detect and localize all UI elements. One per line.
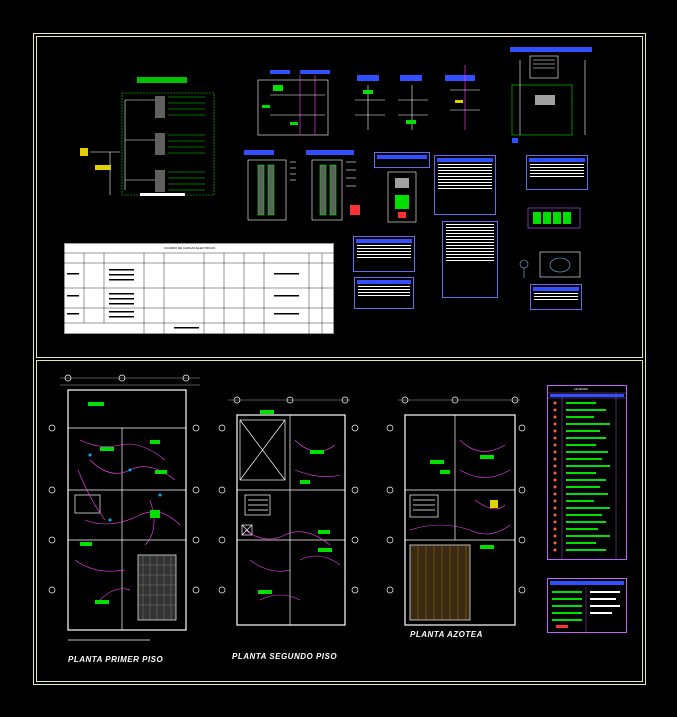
note-box-5 <box>442 221 498 298</box>
riser-diagrams <box>257 65 480 136</box>
single-line-diagram <box>80 77 215 196</box>
legend-lines-rows <box>550 581 624 632</box>
note-box-7 <box>530 284 582 310</box>
load-table-caption: CUADRO DE CARGAS ELECTRICAS <box>164 246 216 250</box>
plan-title-roof: PLANTA AZOTEA <box>410 630 483 639</box>
note-box-2 <box>434 155 496 215</box>
conduit-section-details <box>244 150 360 221</box>
plan-title-second-floor: PLANTA SEGUNDO PISO <box>232 652 338 661</box>
plan-first-floor <box>48 374 200 641</box>
sheet-top-panel <box>36 36 643 358</box>
legend-rows <box>548 392 626 559</box>
plan-second-floor <box>218 396 359 626</box>
legend-panel: LEYENDA <box>547 385 627 560</box>
note-box-3 <box>526 155 588 190</box>
legend-panel-lines <box>547 578 627 633</box>
plan-title-first-floor: PLANTA PRIMER PISO <box>68 655 164 664</box>
plan-roof <box>386 396 526 626</box>
device-details <box>387 171 581 278</box>
sheet-bottom-panel <box>36 360 643 682</box>
load-table: CUADRO DE CARGAS ELECTRICAS <box>64 243 334 334</box>
legend-header: LEYENDA <box>574 387 589 391</box>
grounding-detail <box>510 47 592 143</box>
load-table-grid <box>64 243 334 334</box>
sheet-outer-border <box>33 33 646 685</box>
note-box-1 <box>374 152 430 168</box>
note-box-6 <box>354 277 414 309</box>
note-box-4 <box>353 236 415 272</box>
